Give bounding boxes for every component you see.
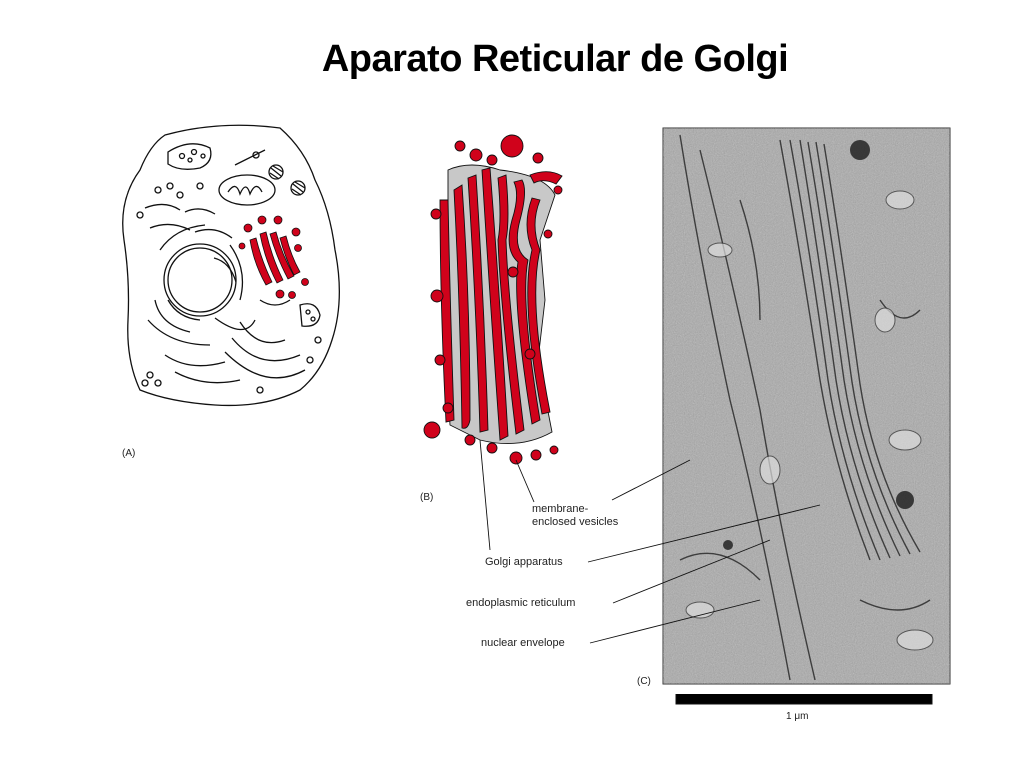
mitochondrion <box>218 174 276 206</box>
nucleus-envelope <box>167 247 233 313</box>
cell-diagram <box>122 124 340 407</box>
scale-bar <box>675 694 933 705</box>
label-er: endoplasmic reticulum <box>466 597 576 609</box>
scale-bar-label: 1 μm <box>786 711 808 722</box>
slide-title: Aparato Reticular de Golgi <box>321 38 789 80</box>
cell-outline <box>122 124 340 407</box>
nucleus <box>163 243 237 317</box>
cell-golgi <box>238 215 309 299</box>
golgi-stack <box>423 134 563 465</box>
vacuole <box>167 143 212 170</box>
label-vesicles-line1: membrane- <box>532 503 589 515</box>
leader-lines <box>479 439 821 644</box>
label-vesicles-line2: enclosed vesicles <box>532 516 619 528</box>
panel-label-c: (C) <box>637 676 651 687</box>
panel-label-a: (A) <box>122 448 135 459</box>
label-nuclear-envelope: nuclear envelope <box>481 637 565 649</box>
electron-micrograph <box>662 127 951 685</box>
label-golgi: Golgi apparatus <box>485 556 563 568</box>
panel-label-b: (B) <box>420 492 433 503</box>
